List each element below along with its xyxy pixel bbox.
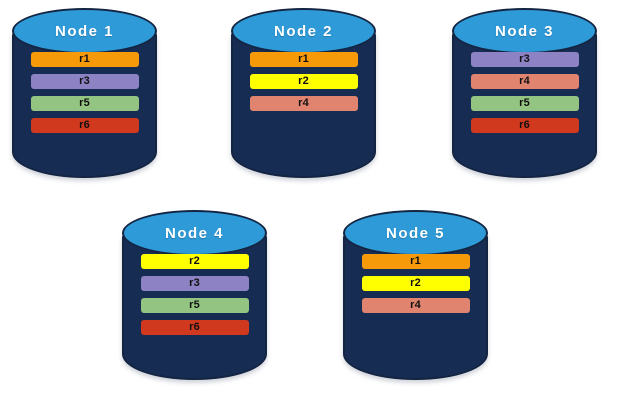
replica-bar[interactable]: r2 [249,74,358,89]
replica-bar[interactable]: r1 [30,52,139,67]
cylinder-top-ellipse [12,8,157,54]
node-title: Node 3 [494,22,554,40]
replica-stack: r1 r2 r4 [343,254,488,313]
database-node[interactable]: Node 4 r2 r3 r5 r6 [122,210,267,385]
replica-bar[interactable]: r4 [361,298,470,313]
replica-bar[interactable]: r6 [30,118,139,133]
replica-bar[interactable]: r3 [30,74,139,89]
replica-bar[interactable]: r6 [140,320,249,335]
replica-stack: r1 r2 r4 [231,52,376,111]
replica-bar[interactable]: r2 [140,254,249,269]
replica-bar[interactable]: r1 [361,254,470,269]
replica-bar[interactable]: r5 [470,96,579,111]
database-node[interactable]: Node 2 r1 r2 r4 [231,8,376,183]
replica-bar[interactable]: r4 [249,96,358,111]
node-title: Node 2 [273,22,333,40]
replica-bar[interactable]: r3 [470,52,579,67]
replica-bar[interactable]: r6 [470,118,579,133]
cylinder-top-ellipse [231,8,376,54]
replica-stack: r2 r3 r5 r6 [122,254,267,335]
replica-bar[interactable]: r3 [140,276,249,291]
replica-bar[interactable]: r5 [140,298,249,313]
replica-bar[interactable]: r4 [470,74,579,89]
database-node[interactable]: Node 3 r3 r4 r5 r6 [452,8,597,183]
replica-bar[interactable]: r2 [361,276,470,291]
replica-bar[interactable]: r1 [249,52,358,67]
node-title: Node 5 [385,224,445,242]
cylinder-top-ellipse [122,210,267,256]
replica-bar[interactable]: r5 [30,96,139,111]
database-node[interactable]: Node 1 r1 r3 r5 r6 [12,8,157,183]
replica-stack: r3 r4 r5 r6 [452,52,597,133]
node-title: Node 4 [164,224,224,242]
replica-stack: r1 r3 r5 r6 [12,52,157,133]
node-title: Node 1 [54,22,114,40]
database-node[interactable]: Node 5 r1 r2 r4 [343,210,488,385]
